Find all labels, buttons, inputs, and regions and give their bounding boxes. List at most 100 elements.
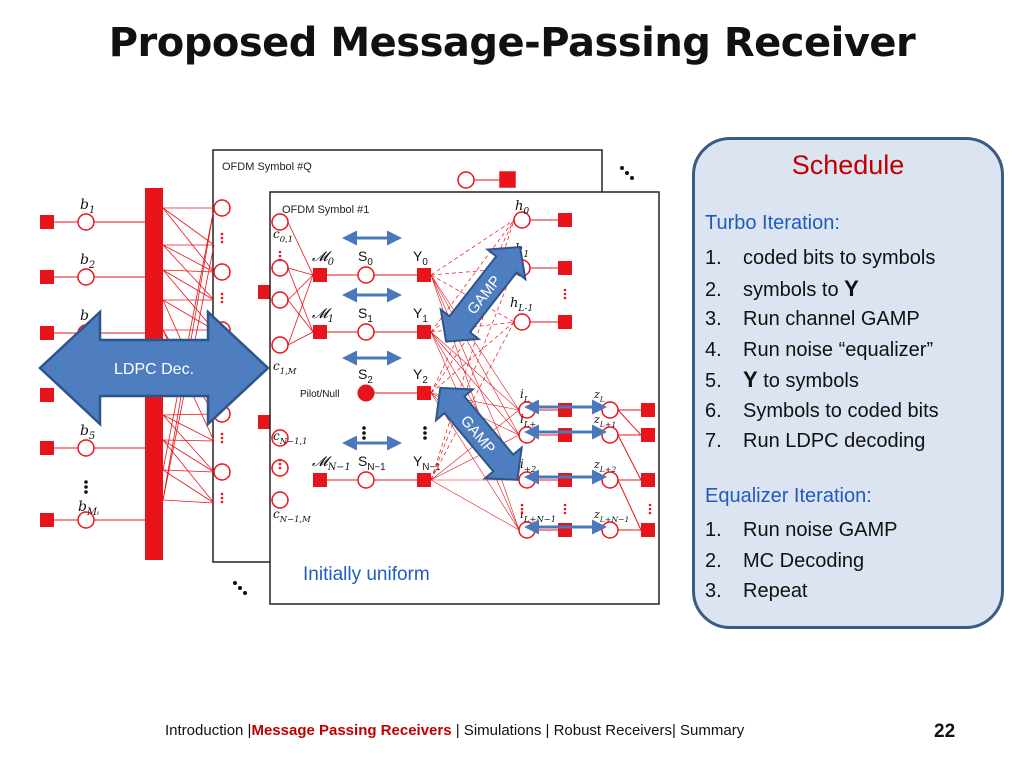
equalizer-step: 2.MC Decoding [705, 546, 898, 577]
y-to-h-edge [430, 321, 515, 481]
s-label: S1 [358, 305, 373, 325]
vertical-dot [220, 496, 224, 500]
s-label: SN−1 [358, 453, 386, 473]
vertical-dot [563, 503, 567, 507]
channel-node [513, 313, 531, 331]
footer-rest[interactable]: | Simulations | Robust Receivers| Summar… [451, 722, 745, 739]
step-number: 1. [705, 247, 722, 269]
bar-to-code-edge [162, 499, 215, 504]
bit-label-sub: 2 [88, 260, 95, 271]
m-label-sub: 0 [328, 257, 334, 268]
code-label: cN−1,1 [273, 429, 307, 446]
equalizer-iteration-heading: Equalizer Iteration: [705, 485, 872, 507]
code-label: c1,M [273, 359, 297, 376]
code-label: cN−1,M [273, 507, 311, 524]
y-label-main: Y [413, 248, 423, 264]
bit-check-square [40, 270, 54, 284]
step-bold-symbol: Y [743, 367, 758, 392]
vertical-dot [278, 254, 282, 258]
code-label-main: c [273, 359, 280, 373]
s-label-main: S [358, 366, 367, 382]
turbo-step: 5.Y to symbols [705, 365, 939, 396]
step-number: 2. [705, 278, 722, 301]
observation-square [417, 473, 431, 487]
y-label-sub: 0 [422, 257, 428, 268]
schedule-panel: Schedule Turbo Iteration: 1.coded bits t… [692, 137, 1004, 629]
code-label-sub: 1,M [280, 366, 297, 376]
code-to-m-edge [287, 267, 314, 333]
ellipsis-dots [233, 166, 634, 595]
i-label: iL [520, 387, 530, 404]
m-label-main: 𝓜 [312, 249, 332, 265]
m-label: 𝓜1 [312, 306, 334, 325]
noise-node [518, 521, 536, 539]
ldpc-dec-label: LDPC Dec. [114, 361, 194, 378]
bit-label: b [80, 308, 89, 324]
code-bit-node [271, 291, 289, 309]
i-label: i+2 [520, 457, 536, 474]
footer-current-section[interactable]: Message Passing Receivers [251, 722, 452, 739]
symbol-node [357, 323, 375, 341]
vertical-dot [520, 511, 524, 515]
s-label-main: S [358, 248, 367, 264]
vertical-dot [278, 458, 282, 462]
noise-node [518, 471, 536, 489]
bar-to-code-edge [162, 299, 215, 331]
step-text: to symbols [757, 370, 859, 392]
back-check-square [258, 285, 270, 299]
bit-node [77, 439, 95, 457]
code-to-m-edge [287, 221, 314, 276]
h-label-main: h [515, 199, 523, 214]
step-bold-symbol: Y [844, 275, 859, 301]
equalizer-step: 3. Repeat [705, 576, 898, 607]
vertical-dot [84, 480, 88, 484]
y-label: YN−1 [413, 453, 441, 473]
code-label-sub: 0,1 [280, 234, 293, 244]
z-node [601, 426, 619, 444]
vertical-dot [362, 431, 366, 435]
y-label-main: Y [413, 453, 423, 469]
code-label-main: c [273, 227, 280, 241]
code-bit-node [271, 491, 289, 509]
vertical-dot [563, 288, 567, 292]
code-label-main: c [273, 507, 280, 521]
y-label: Y2 [413, 366, 428, 386]
code-bit-node [271, 259, 289, 277]
y-to-i-edge [430, 331, 520, 411]
vertical-dot [362, 426, 366, 430]
turbo-step: 7.Run LDPC decoding [705, 426, 939, 457]
z-label: zL+N−1 [593, 508, 629, 524]
bit-node [77, 268, 95, 286]
y-label-sub: 1 [422, 314, 427, 325]
m-label-sub: 1 [328, 314, 334, 325]
turbo-step: 1.coded bits to symbols [705, 243, 939, 274]
y-label: Y0 [413, 248, 428, 268]
step-text: Repeat [743, 580, 808, 602]
step-text: Symbols to coded bits [743, 399, 939, 422]
symbol-node [357, 266, 375, 284]
z-chain-edge [617, 479, 642, 531]
vertical-dot [520, 507, 524, 511]
step-text: MC Decoding [743, 549, 865, 572]
i-label-sub: L+N−1 [523, 514, 556, 524]
step-text: Run channel GAMP [743, 308, 920, 330]
vertical-dot [520, 503, 524, 507]
s-label-sub: N−1 [367, 462, 385, 473]
vertical-dot [220, 432, 224, 436]
equalizer-step: 1.Run noise GAMP [705, 515, 898, 546]
step-number: 4. [705, 338, 722, 361]
h-label: hL-1 [510, 296, 533, 314]
footer-intro[interactable]: Introduction | [165, 722, 252, 739]
bar-to-code-edge [162, 469, 215, 473]
y-label-main: Y [413, 366, 423, 382]
bar-to-code-edge [162, 244, 215, 273]
step-number: 3. [705, 580, 722, 602]
z-label-main: z [593, 413, 600, 426]
code-bit-node [271, 429, 289, 447]
vertical-dot [563, 292, 567, 296]
step-number: 6. [705, 399, 722, 422]
turbo-iteration-heading: Turbo Iteration: [705, 212, 840, 234]
